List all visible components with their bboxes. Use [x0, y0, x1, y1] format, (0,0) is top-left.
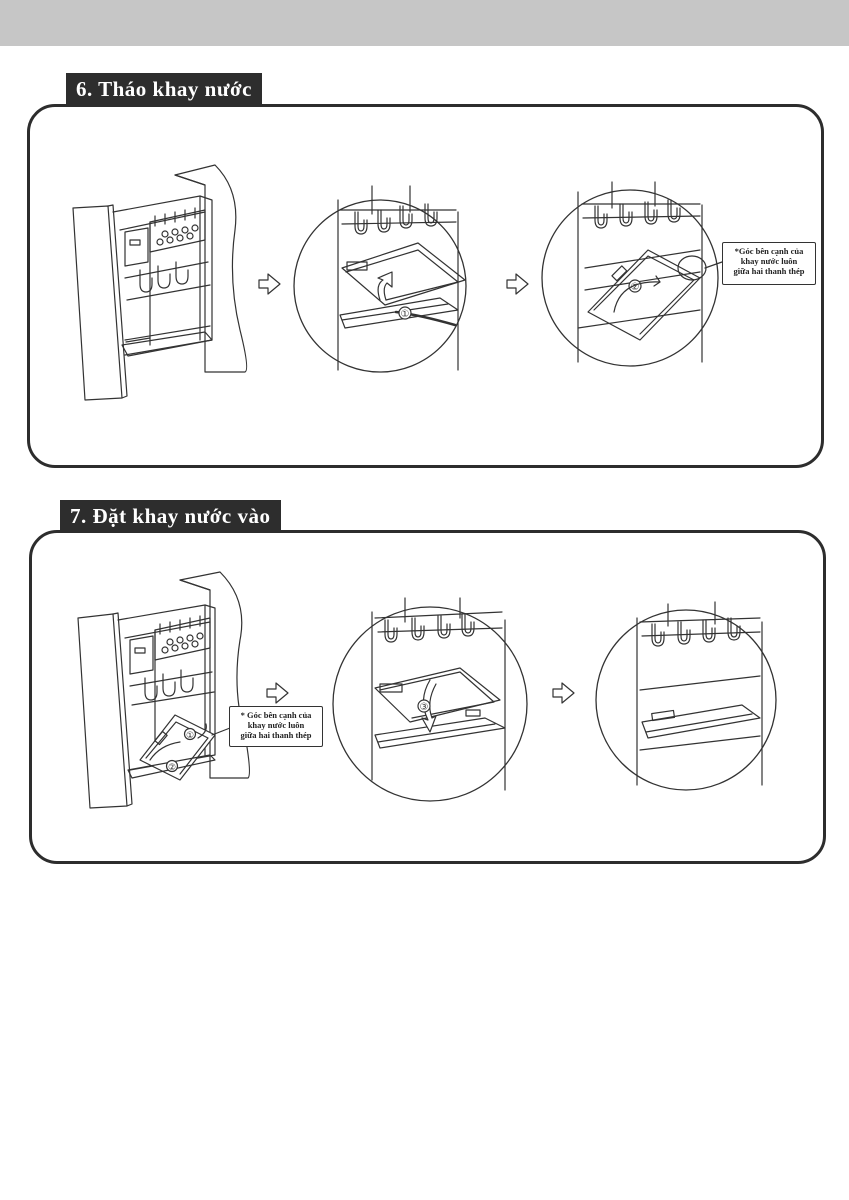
detail-circle-insert-2	[595, 601, 777, 791]
note-line: giữa hai thanh thép	[733, 266, 805, 276]
step-number: ②	[168, 763, 176, 773]
section-6-title: 6. Tháo khay nước	[66, 73, 262, 105]
header-band	[0, 0, 849, 46]
note-line: giữa hai thanh thép	[240, 730, 312, 740]
arrow-icon	[258, 273, 281, 295]
note-line: *Góc bên cạnh của	[734, 246, 804, 256]
section-6-panel	[27, 104, 824, 468]
note-callout-7: * Góc bên cạnh của khay nước luôn giữa h…	[229, 706, 323, 747]
cabinet-illustration-6	[72, 164, 248, 401]
cabinet-illustration-7: ② ①	[77, 571, 251, 809]
note-line: khay nước luôn	[740, 256, 798, 266]
detail-circle-insert-1: ③	[332, 597, 528, 802]
detail-circle-remove-2: ②	[541, 181, 719, 367]
arrow-icon	[506, 273, 529, 295]
arrow-icon	[266, 682, 289, 704]
note-callout-6: *Góc bên cạnh của khay nước luôn giữa ha…	[722, 242, 816, 285]
step-number: ②	[631, 282, 640, 293]
section-7-panel	[29, 530, 826, 864]
detail-circle-remove-1: ①	[293, 185, 467, 373]
step-number: ③	[420, 702, 429, 713]
note-line: khay nước luôn	[247, 720, 305, 730]
note-line: * Góc bên cạnh của	[240, 710, 312, 720]
step-number: ①	[401, 309, 410, 320]
section-7-title: 7. Đặt khay nước vào	[60, 500, 281, 532]
step-number: ①	[186, 731, 194, 741]
arrow-icon	[552, 682, 575, 704]
